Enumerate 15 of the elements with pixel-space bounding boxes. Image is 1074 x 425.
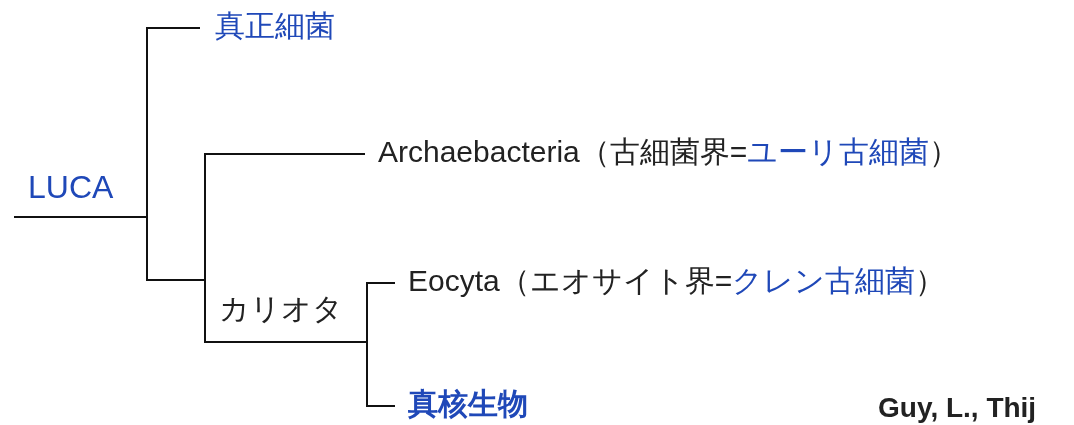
taxon-label: 真正細菌	[215, 9, 335, 42]
citation-text: Guy, L., Thij	[878, 392, 1037, 424]
tree-branch	[366, 282, 396, 344]
taxon-label: ）	[929, 135, 960, 168]
taxon-label: Archaebacteria（古細菌界=	[378, 135, 748, 168]
taxon-label: 真核生物	[408, 387, 528, 420]
tree-branch	[366, 342, 396, 407]
taxon-label: Eocyta（エオサイト界=	[408, 264, 733, 297]
taxon-label: ユーリ古細菌	[747, 135, 930, 168]
root-label: LUCA	[14, 160, 147, 218]
clade-label: カリオタ	[205, 285, 367, 343]
taxon-label: ）	[915, 264, 946, 297]
taxon-label: クレン古細菌	[732, 264, 916, 297]
tree-branch	[146, 27, 201, 219]
tree-branch	[146, 217, 206, 344]
